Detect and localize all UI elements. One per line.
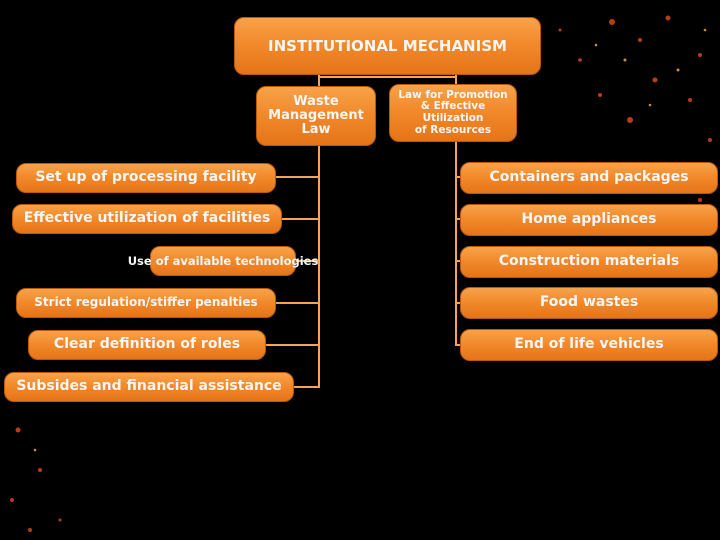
connector-left-1 [276,176,320,178]
right-item-label: Food wastes [539,294,639,311]
right-item-box: Containers and packages [460,162,718,194]
resources-law-label: Law for Promotion & Effective Utilizatio… [398,88,508,136]
title-box: INSTITUTIONAL MECHANISM [234,17,541,75]
connector-right-1 [455,176,463,178]
connector-right-trunk [455,142,457,346]
left-item-box: Subsides and financial assistance [4,372,294,402]
left-item-label: Use of available technologies [127,253,319,268]
left-item-box: Clear definition of roles [28,330,266,360]
right-item-box: Food wastes [460,287,718,319]
left-item-box: Set up of processing facility [16,163,276,193]
connector-left-4 [276,302,320,304]
connector-title-right [455,74,457,86]
connector-title-left [318,74,320,86]
right-item-label: Home appliances [521,211,657,228]
right-item-label: Containers and packages [489,169,689,186]
diagram-title: INSTITUTIONAL MECHANISM [268,36,507,55]
connector-top-horizontal [318,76,457,78]
right-item-label: Construction materials [498,253,680,270]
connector-left-6 [294,386,320,388]
left-item-box: Strict regulation/stiffer penalties [16,288,276,318]
right-item-box: End of life vehicles [460,329,718,361]
connector-left-5 [266,344,320,346]
connector-left-trunk [318,146,320,388]
connector-left-3 [296,260,320,262]
right-item-box: Construction materials [460,246,718,278]
connector-left-2 [282,218,320,220]
right-item-box: Home appliances [460,204,718,236]
connector-right-5 [455,344,463,346]
left-item-label: Strict regulation/stiffer penalties [34,295,258,310]
connector-right-2 [455,218,463,220]
left-item-box: Effective utilization of facilities [12,204,282,234]
left-item-box: Use of available technologies [128,246,318,276]
resources-law-box: Law for Promotion & Effective Utilizatio… [389,84,517,142]
waste-management-law-label: Waste Management Law [268,93,364,138]
left-item-label: Subsides and financial assistance [16,378,282,395]
connector-right-4 [455,302,463,304]
left-item-label: Effective utilization of facilities [23,210,271,227]
connector-right-3 [455,260,463,262]
left-item-label: Set up of processing facility [35,169,257,186]
left-item-label: Clear definition of roles [53,336,241,353]
waste-management-law-box: Waste Management Law [256,86,376,146]
right-item-label: End of life vehicles [514,336,664,353]
